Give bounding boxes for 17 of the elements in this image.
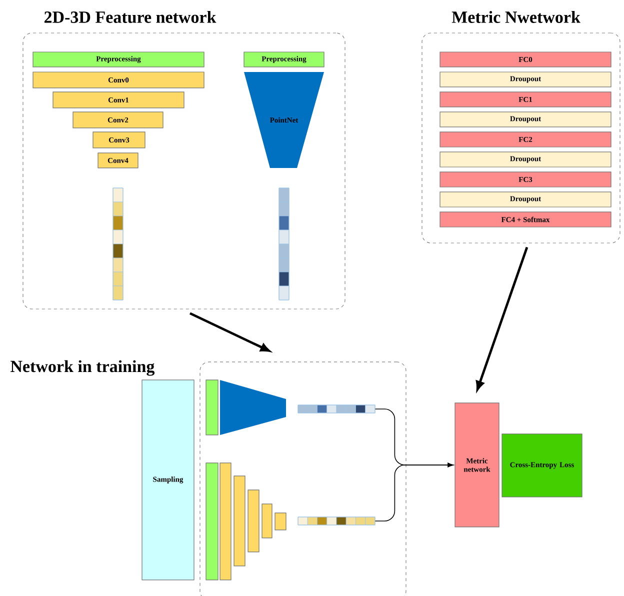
panel-title: Network in training: [10, 360, 155, 376]
layer-bar: [274, 512, 286, 530]
panel-title: 2D-3D Feature network: [44, 11, 216, 23]
layer-bar: [206, 462, 218, 580]
arrow: [190, 312, 270, 352]
feature-vector: [298, 516, 376, 526]
arrow: [374, 462, 454, 522]
layer-bar: [248, 490, 260, 552]
layer-bar: [206, 380, 218, 436]
layer-bar: [234, 476, 246, 566]
layer-bar: [262, 504, 272, 538]
trapezoid-block: [220, 380, 286, 435]
layer-bar: [220, 462, 232, 580]
feature-vector: [278, 188, 290, 300]
feature-vector: [298, 404, 376, 414]
panel-title: Metric Nwetwork: [452, 11, 580, 23]
feature-vector: [112, 188, 124, 300]
